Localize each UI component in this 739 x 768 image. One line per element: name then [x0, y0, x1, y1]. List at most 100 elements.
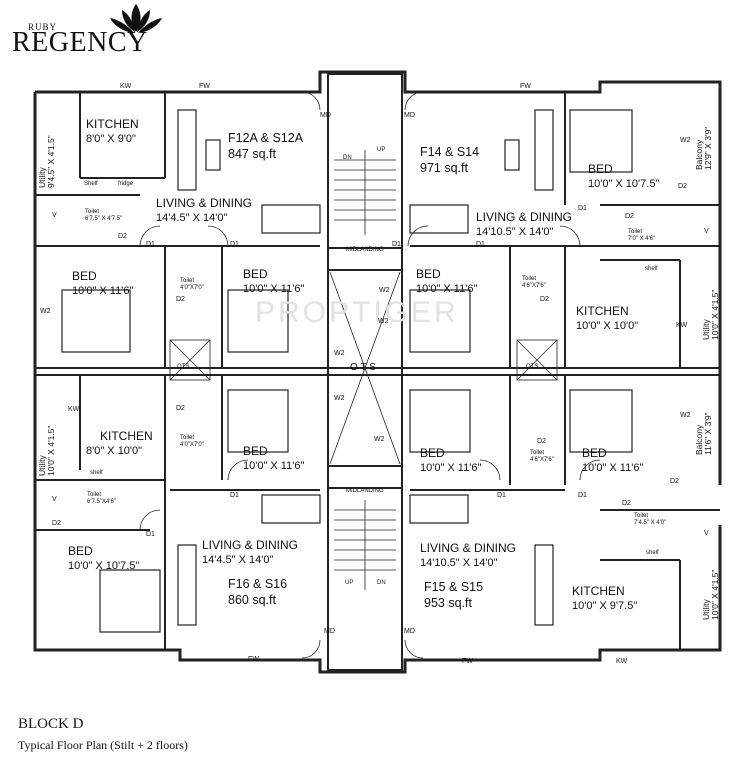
code-v-3: V	[704, 228, 709, 235]
toilet-a-dim: 6'7.5" X 4'7.5"	[85, 216, 123, 222]
room-bed-6: BED	[582, 446, 607, 460]
code-md-1: MD	[320, 112, 331, 119]
shelf-tl: Shelf	[84, 181, 98, 187]
code-v-2: V	[52, 496, 57, 503]
code-w2-1: W2	[40, 308, 51, 315]
toilet-g-label: Toilet	[87, 492, 102, 498]
room-living-f14: LIVING & DINING	[476, 210, 573, 224]
midlanding-bottom: MIDLANDING	[346, 488, 384, 494]
toilet-b-label: Toilet	[180, 278, 195, 284]
code-d2-8: D2	[622, 500, 631, 507]
toilet-b-dim: 4'0"X7'0"	[180, 285, 204, 291]
brand-logo: RUBY REGENCY	[6, 2, 176, 62]
fridge-tl: fridge	[118, 181, 134, 187]
unit-f14-area: 971 sq.ft	[420, 161, 468, 175]
plan-subtitle: Typical Floor Plan (Stilt + 2 floors)	[18, 738, 188, 752]
dim-bed-6: 10'0" X 11'6"	[582, 462, 644, 474]
shelf-br: shelf	[646, 550, 659, 556]
dim-kitchen-tl: 8'0" X 9'0"	[86, 133, 136, 145]
code-w2-8: W2	[680, 412, 691, 419]
toilet-d-dim: 7'0" X 4'6"	[628, 236, 656, 242]
code-d2-1: D2	[118, 233, 127, 240]
code-w2-3: W2	[334, 395, 345, 402]
utility-mr-dim: 10'0" X 4'1.5"	[710, 289, 720, 340]
code-w2-2: W2	[334, 350, 345, 357]
shelf-mr: shelf	[645, 266, 658, 272]
code-d1-7: D1	[497, 492, 506, 499]
stair-dn-top: DN	[343, 155, 352, 161]
code-md-4: MD	[404, 628, 415, 635]
room-bed-3: BED	[416, 267, 441, 281]
toilet-h-dim: 7'4.5" X 4'0"	[634, 520, 667, 526]
unit-f14-name: F14 & S14	[420, 145, 480, 159]
dim-living-f14: 14'10.5" X 14'0"	[476, 226, 554, 238]
ots-right-label: OTS	[526, 364, 539, 370]
code-d1-1: D1	[146, 241, 155, 248]
code-fw-4: FW	[462, 658, 473, 665]
toilet-a-label: Toilet	[85, 209, 100, 215]
unit-f12a-area: 847 sq.ft	[228, 147, 276, 161]
room-kitchen-ml: KITCHEN	[100, 429, 153, 443]
toilet-e-dim: 4'0"X7'0"	[180, 442, 204, 448]
dim-living-f12: 14'4.5" X 14'0"	[156, 212, 228, 224]
code-kw-1: KW	[120, 83, 132, 90]
dim-bed-5: 10'0" X 11'6"	[420, 462, 482, 474]
code-d1-3: D1	[392, 241, 401, 248]
unit-f16-area: 860 sq.ft	[228, 593, 276, 607]
code-kw-3: KW	[676, 322, 688, 329]
code-md-2: MD	[404, 112, 415, 119]
watermark: PROPTIGER	[255, 296, 459, 329]
unit-f12a-name: F12A & S12A	[228, 131, 304, 145]
ots-center-label: O T S	[350, 362, 376, 373]
code-d2-3: D2	[540, 296, 549, 303]
shelf-ml: shelf	[90, 470, 103, 476]
ots-left-label: OTS	[177, 364, 190, 370]
toilet-g-dim: 6'7.5"X4'6"	[87, 499, 116, 505]
code-d2-2: D2	[176, 296, 185, 303]
code-d1-5: D1	[578, 205, 587, 212]
code-d1-4: D1	[476, 241, 485, 248]
utility-br-dim: 10'0" X 4'1.5"	[710, 569, 720, 620]
room-living-f12: LIVING & DINING	[156, 196, 253, 210]
room-bed-4: BED	[243, 444, 268, 458]
room-living-f16: LIVING & DINING	[202, 538, 299, 552]
dim-bed-4: 10'0" X 11'6"	[243, 460, 305, 472]
room-kitchen-tl: KITCHEN	[86, 117, 139, 131]
room-kitchen-br: KITCHEN	[572, 584, 625, 598]
toilet-d-label: Toilet	[628, 229, 643, 235]
toilet-c-dim: 4'6"X7'6"	[522, 283, 546, 289]
dim-bed-1: 10'0" X 11'6"	[72, 285, 134, 297]
utility-ml-dim: 10'0" X 4'1.5"	[46, 425, 56, 476]
unit-f16-name: F16 & S16	[228, 577, 288, 591]
toilet-c-label: Toilet	[522, 276, 537, 282]
block-title: BLOCK D	[18, 716, 84, 732]
code-fw-2: FW	[520, 83, 531, 90]
dim-bed-3: 10'0" X 11'6"	[416, 283, 478, 295]
code-d2-9: D2	[670, 478, 679, 485]
code-w2-5: W2	[374, 436, 385, 443]
code-d2-7: D2	[537, 438, 546, 445]
room-bed-5: BED	[420, 446, 445, 460]
code-v-1: V	[52, 212, 57, 219]
code-d1-8: D1	[578, 492, 587, 499]
code-kw-4: KW	[616, 658, 628, 665]
code-w2-4: W2	[379, 287, 390, 294]
stair-up-bottom: UP	[345, 580, 354, 586]
room-bed-2: BED	[243, 267, 268, 281]
code-d2-6: D2	[176, 405, 185, 412]
code-d2-4: D2	[625, 213, 634, 220]
balcony-tr-dim: 12'9" X 3'9"	[703, 126, 713, 170]
brand-small: RUBY	[28, 22, 58, 32]
brand-title: REGENCY	[12, 27, 148, 58]
lotus-icon	[110, 4, 162, 33]
room-bed-tr: BED	[588, 162, 613, 176]
code-v-4: V	[704, 530, 709, 537]
room-bed-1: BED	[72, 269, 97, 283]
code-fw-1: FW	[199, 83, 210, 90]
midlanding-top: MIDLANDING	[346, 247, 384, 253]
toilet-e-label: Toilet	[180, 435, 195, 441]
stair-dn-bottom: DN	[377, 580, 386, 586]
code-d2-5: D2	[678, 183, 687, 190]
toilet-h-label: Toilet	[634, 513, 649, 519]
